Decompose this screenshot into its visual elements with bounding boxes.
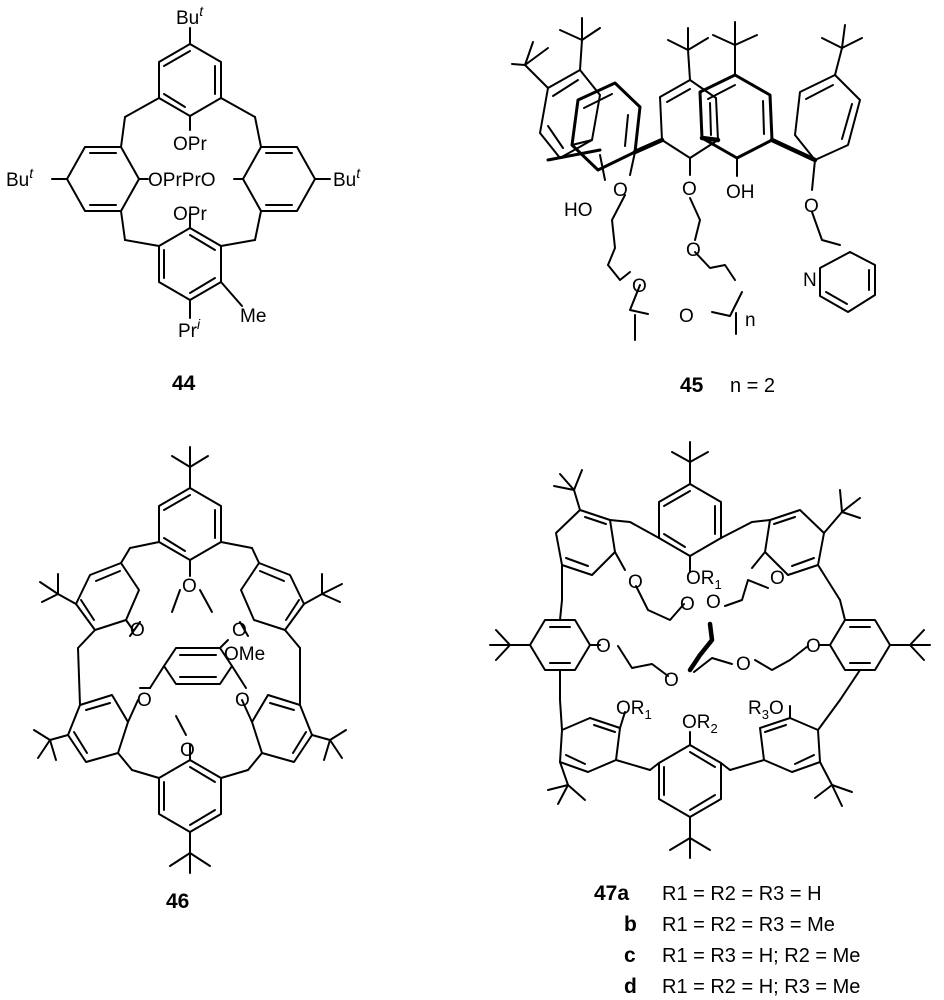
c45-oxygen: O: [632, 276, 647, 297]
compound-47: O O O O O O O O OR1 OR1 OR2 R3O 47a R1 =…: [489, 441, 931, 998]
c46-top-ring: [129, 446, 253, 577]
c46-oxygen: O: [232, 620, 247, 641]
c47-oxygen: O: [596, 636, 611, 657]
c47-upper-left-ring: [553, 469, 631, 601]
c47-row-text: R1 = R2 = R3 = H: [662, 883, 822, 905]
compound-44: But But But Pri Me OPr OPrPrO OPr 44: [6, 3, 361, 395]
c47-oxygen: O: [736, 654, 751, 675]
c44-opr-bottom: OPr: [173, 204, 207, 225]
c47-lower-right-ring: [729, 699, 853, 807]
c47-left-ring: [489, 599, 601, 701]
c45-crown-ether: [607, 194, 743, 341]
c47-row-text: R1 = R2 = H; R3 = Me: [662, 976, 860, 998]
c46-right-lower-ring: [241, 647, 347, 771]
c46-left-upper-ring: [39, 547, 140, 649]
c44-left-ring: [51, 116, 140, 241]
c44-bottom-substituent: Pri: [178, 316, 201, 342]
c46-oxygen: O: [180, 740, 195, 761]
c47-right-ring: [819, 599, 931, 701]
c45-compound-number: 45: [680, 374, 704, 397]
c45-hydroxyl-left: HO: [564, 200, 593, 221]
c46-oxygen: O: [130, 620, 145, 641]
c47-oxygen: O: [806, 636, 821, 657]
c44-methyl-label: Me: [240, 306, 266, 327]
c44-left-substituent: But: [6, 165, 34, 191]
c47-oxygen: O: [680, 594, 695, 615]
c45-pyridine-nitrogen: N: [803, 270, 817, 291]
c47-upper-right-ring: [751, 489, 861, 601]
c45-oxygen: O: [686, 240, 701, 261]
c45-oxygen: O: [679, 306, 694, 327]
c47-crown-bridges: [617, 579, 809, 677]
compound-46: O O O O O O OMe 46: [33, 446, 347, 913]
c47-row-tag: d: [624, 975, 637, 998]
c45-repeat-subscript: n: [745, 310, 756, 331]
c46-central-anisyl: [129, 589, 249, 736]
c47-top-ring: [629, 441, 753, 573]
c44-compound-number: 44: [172, 372, 196, 395]
c44-top-substituent: But: [176, 3, 204, 29]
c47-bottom-ring: [649, 731, 731, 859]
c47-substituent-table: 47a R1 = R2 = R3 = H b R1 = R2 = R3 = Me…: [594, 882, 860, 998]
c46-oxygen: O: [182, 576, 197, 597]
c47-r3o: R3O: [748, 698, 784, 722]
c46-compound-number: 46: [166, 890, 189, 913]
c47-oxygen: O: [628, 572, 643, 593]
c46-right-upper-ring: [240, 547, 343, 649]
c47-row-text: R1 = R3 = H; R2 = Me: [662, 945, 860, 967]
c44-top-ring: [124, 27, 256, 131]
c47-row-tag: c: [624, 944, 636, 967]
c45-oxygen: O: [613, 180, 628, 201]
c46-left-lower-ring: [33, 647, 139, 771]
c47-row-text: R1 = R2 = R3 = Me: [662, 914, 835, 936]
c45-oxygen: O: [682, 179, 697, 200]
c46-oxygen: O: [137, 690, 152, 711]
c45-pyridylmethyl: [811, 211, 876, 313]
c47-oxygen: O: [706, 592, 721, 613]
c45-oxygen: O: [804, 196, 819, 217]
compound-45: HO OH O O O O O O N n 45 n = 2: [511, 17, 876, 397]
c47-oxygen: O: [664, 670, 679, 691]
c45-n-value: n = 2: [730, 375, 775, 397]
c47-or1-lower: OR1: [616, 698, 652, 722]
c45-hydroxyl-right: OH: [726, 182, 755, 203]
c47-or2: OR2: [682, 712, 718, 736]
c47-lower-left-ring: [547, 699, 651, 805]
c44-opr-middle: OPrPrO: [148, 170, 216, 191]
c47-or1-top: OR1: [686, 568, 722, 592]
c44-opr-top: OPr: [173, 134, 207, 155]
c47-oxygen: O: [770, 568, 785, 589]
c45-calixarene-cage: [511, 17, 863, 191]
c44-bottom-ring: [124, 213, 256, 319]
c44-right-substituent: But: [333, 165, 361, 191]
c46-oxygen: O: [235, 690, 250, 711]
c47-row-tag: b: [624, 913, 637, 936]
c44-right-ring: [242, 116, 331, 241]
c47-row-tag: 47a: [594, 882, 629, 905]
c46-bottom-ring: [131, 743, 249, 874]
c46-methoxy-label: OMe: [224, 644, 265, 665]
